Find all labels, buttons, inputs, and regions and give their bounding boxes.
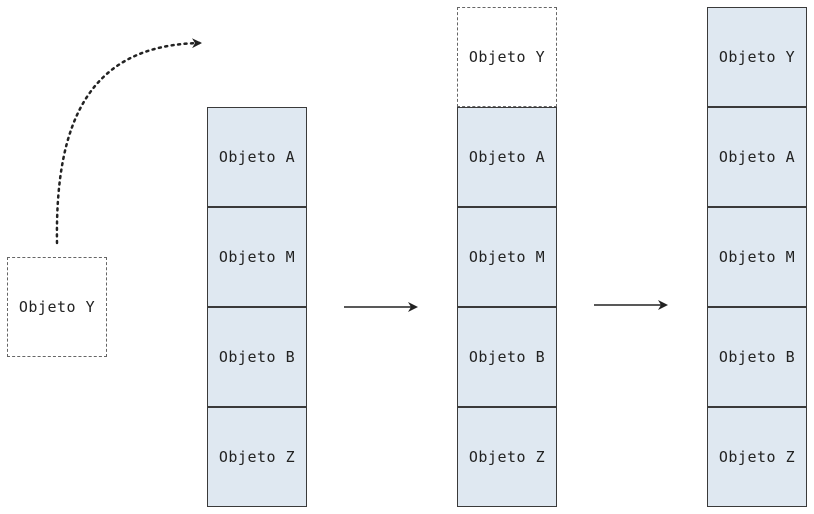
stack-item-label: Objeto B — [218, 348, 296, 366]
stack-item-label: Objeto A — [718, 148, 796, 166]
stack-after-item: Objeto M — [707, 207, 807, 307]
stack-item-label: Objeto Z — [468, 448, 546, 466]
incoming-object-label: Objeto Y — [468, 48, 546, 66]
stack-item-label: Objeto M — [218, 248, 296, 266]
stack-before-item: Objeto A — [207, 107, 307, 207]
stack-item-label: Objeto M — [718, 248, 796, 266]
stack-pushing-item: Objeto B — [457, 307, 557, 407]
stack-after-item: Objeto A — [707, 107, 807, 207]
stack-before-item: Objeto M — [207, 207, 307, 307]
stack-after-item: Objeto Z — [707, 407, 807, 507]
stack-item-label: Objeto A — [218, 148, 296, 166]
incoming-object-box: Objeto Y — [457, 7, 557, 107]
curved-dotted-arrow — [55, 38, 202, 245]
stack-before-item: Objeto B — [207, 307, 307, 407]
stack-item-label: Objeto Y — [718, 48, 796, 66]
stack-pushing-item: Objeto Z — [457, 407, 557, 507]
stack-pushing-item: Objeto A — [457, 107, 557, 207]
stack-after-item: Objeto B — [707, 307, 807, 407]
stack-item-label: Objeto M — [468, 248, 546, 266]
floating-object-label: Objeto Y — [18, 298, 96, 316]
stack-after-item: Objeto Y — [707, 7, 807, 107]
stack-pushing-item: Objeto M — [457, 207, 557, 307]
stack-item-label: Objeto Z — [718, 448, 796, 466]
stack-before-item: Objeto Z — [207, 407, 307, 507]
stack-item-label: Objeto B — [718, 348, 796, 366]
stack-item-label: Objeto Z — [218, 448, 296, 466]
stack-item-label: Objeto A — [468, 148, 546, 166]
floating-object-box: Objeto Y — [7, 257, 107, 357]
stack-item-label: Objeto B — [468, 348, 546, 366]
